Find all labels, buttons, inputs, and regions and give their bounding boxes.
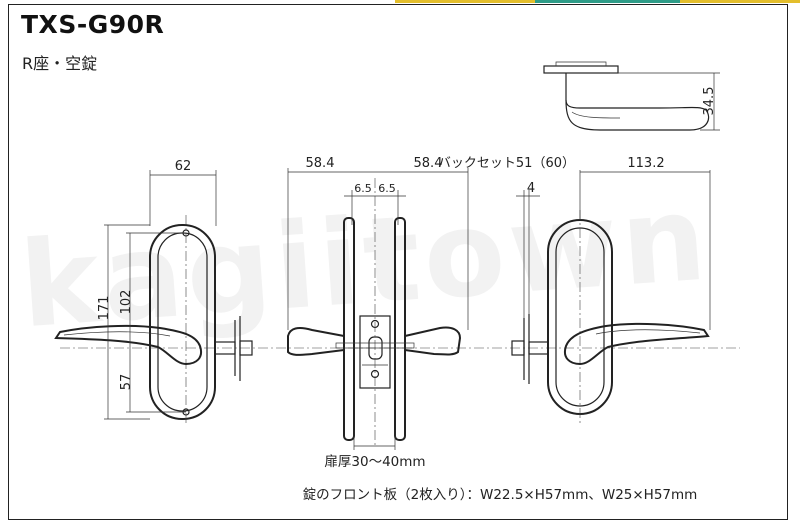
front-lever xyxy=(54,324,202,366)
front-rose-outer xyxy=(149,224,216,420)
dim-front-lower: 57 xyxy=(119,374,134,391)
back-lever-edge xyxy=(595,329,701,335)
top-view-neck xyxy=(565,73,594,109)
top-view-rose xyxy=(543,65,619,74)
side-spindle xyxy=(335,342,415,349)
top-accent-bar xyxy=(0,0,800,3)
top-view: 34.5 xyxy=(543,61,720,131)
door-thickness-note: 扉厚30〜40mm xyxy=(324,454,425,470)
front-plate-note: 錠のフロント板（2枚入り）：W22.5×H57mm、W25×H57mm xyxy=(303,487,698,503)
top-view-rose-cap xyxy=(555,61,607,66)
dim-lever-length: 113.2 xyxy=(627,156,664,171)
top-view-lever-edge xyxy=(571,111,621,119)
back-view: 113.2 バックセット51（60） 4 xyxy=(438,156,711,425)
model-subtitle: R座・空錠 xyxy=(22,54,98,73)
back-lever xyxy=(564,322,710,366)
backset-label: バックセット51（60） xyxy=(438,156,575,171)
dim-front-height-102: 102 xyxy=(119,290,134,315)
side-lever-right xyxy=(404,326,462,356)
top-view-lever xyxy=(565,99,710,131)
side-latch-body xyxy=(359,315,391,389)
dim-spindle-offset-left: 6.5 xyxy=(354,182,372,195)
dim-spindle-offset-right: 6.5 xyxy=(378,182,396,195)
dim-front-height-total: 171 xyxy=(97,296,112,321)
accent-segment-1 xyxy=(395,0,535,3)
model-number: TXS-G90R xyxy=(21,10,165,39)
dim-side-left: 58.4 xyxy=(306,156,335,171)
drawing-frame xyxy=(8,4,788,520)
dim-front-width: 62 xyxy=(175,159,192,174)
front-nut xyxy=(239,340,253,356)
back-spindle xyxy=(528,341,549,355)
front-lever-edge xyxy=(63,331,171,337)
dim-top-view-height: 34.5 xyxy=(702,87,717,116)
dim-back-offset: 4 xyxy=(527,181,535,196)
dim-side-right: 58.4 xyxy=(414,156,443,171)
accent-segment-2 xyxy=(535,0,680,3)
side-view: 58.4 58.4 6.5 6.5 扉厚30〜40mm xyxy=(287,156,469,470)
front-view: 62 171 102 57 xyxy=(54,159,740,425)
side-lever-left xyxy=(287,327,345,356)
back-nut xyxy=(511,340,525,356)
accent-segment-3 xyxy=(680,0,800,3)
